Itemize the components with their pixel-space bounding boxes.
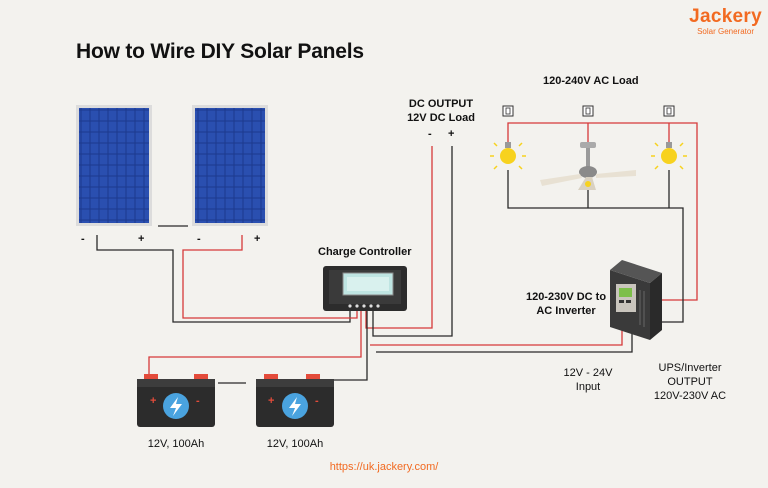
battery-1: + - <box>137 374 215 427</box>
wire-battery-positive <box>148 310 362 376</box>
source-url[interactable]: https://uk.jackery.com/ <box>329 461 439 473</box>
panel1-positive-label: + <box>138 233 145 245</box>
dc-output-subtitle: 12V DC Load <box>407 112 475 124</box>
svg-text:+: + <box>150 395 156 407</box>
battery-2: + - <box>256 374 334 427</box>
brand-name: Jackery <box>689 6 762 27</box>
battery-1-label: 12V, 100Ah <box>147 438 205 450</box>
solar-panel-1 <box>76 105 152 226</box>
panel2-negative-label: - <box>197 233 201 245</box>
ceiling-fan-icon <box>540 142 636 190</box>
dc-output-negative-label: - <box>428 128 432 140</box>
inverter <box>610 260 662 340</box>
wire-battery-negative <box>312 310 368 381</box>
switch-2 <box>582 105 594 117</box>
input-label-line1: 12V - 24V <box>563 367 613 379</box>
input-label-line2: Input <box>575 381 601 393</box>
panel2-positive-label: + <box>254 233 261 245</box>
brand-logo: Jackery Solar Generator <box>689 6 762 36</box>
svg-text:+: + <box>268 395 274 407</box>
svg-text:-: - <box>196 395 200 407</box>
dc-output-title: DC OUTPUT <box>408 98 474 110</box>
inverter-label-line2: AC Inverter <box>536 305 596 317</box>
svg-text:-: - <box>315 395 319 407</box>
wire-inverter-input-positive <box>370 330 623 346</box>
switch-3 <box>663 105 675 117</box>
wire-inverter-input-negative <box>376 330 633 353</box>
ups-output-line3: 120V-230V AC <box>653 390 727 402</box>
wire-dc-output-negative <box>372 146 453 337</box>
wire-panel2-positive <box>182 235 358 319</box>
wire-ac-output-black <box>507 170 684 323</box>
ac-load-label: 120-240V AC Load <box>543 75 639 87</box>
light-bulb-2-icon <box>651 142 687 170</box>
dc-output-positive-label: + <box>448 128 455 140</box>
wire-dc-output-positive <box>365 146 433 329</box>
brand-tagline: Solar Generator <box>697 27 754 36</box>
panel1-negative-label: - <box>81 233 85 245</box>
charge-controller <box>323 266 407 311</box>
switch-1 <box>502 105 514 117</box>
wire-ac-output-red <box>507 122 698 301</box>
charge-controller-label: Charge Controller <box>318 246 412 258</box>
page-title: How to Wire DIY Solar Panels <box>76 40 364 63</box>
solar-panel-2 <box>192 105 268 226</box>
battery-2-label: 12V, 100Ah <box>266 438 324 450</box>
wire-panel1-negative <box>96 235 351 323</box>
ups-output-line1: UPS/Inverter <box>658 362 722 374</box>
light-bulb-1-icon <box>490 142 526 170</box>
inverter-label-line1: 120-230V DC to <box>525 291 607 303</box>
ups-output-line2: OUTPUT <box>667 376 713 388</box>
